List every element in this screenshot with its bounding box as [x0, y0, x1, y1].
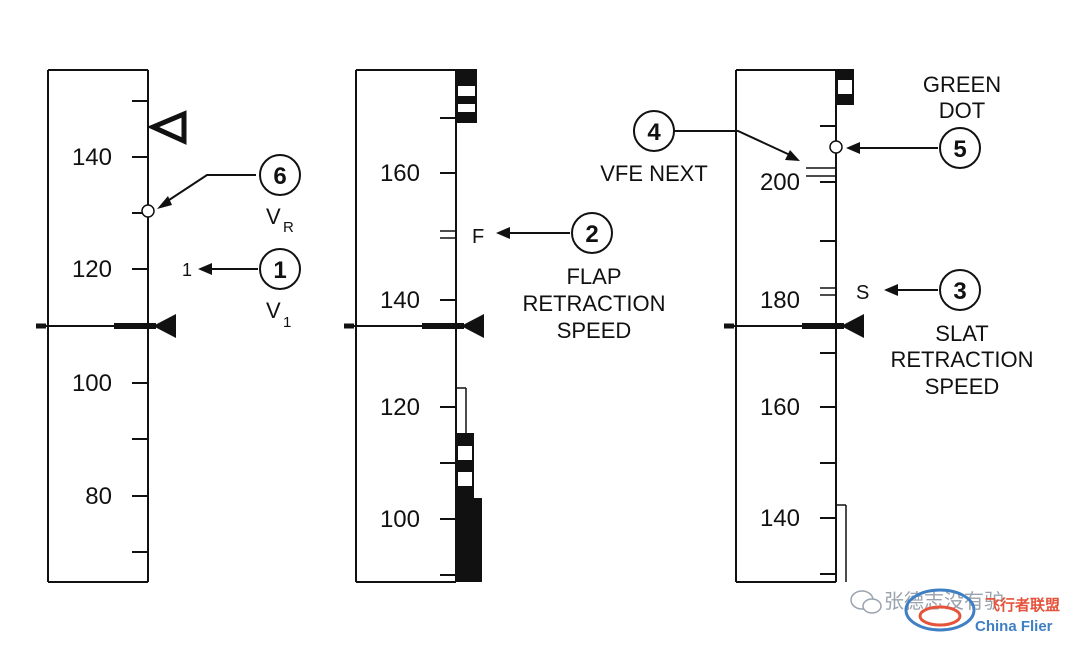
tick-label: 180	[760, 287, 800, 314]
callout-number-5: 5	[953, 136, 966, 163]
china-flier-logo	[904, 588, 976, 632]
callout-circle-1	[259, 248, 301, 290]
tape-ticks	[820, 125, 836, 575]
left-speed-tape: 140 120 100 80 6 V R 1 1 V 1	[36, 69, 301, 583]
v1-marker: 1	[182, 260, 192, 280]
callout-3-arrowhead	[884, 284, 898, 296]
tick-label: 160	[380, 160, 420, 187]
callout-2-arrowhead	[496, 227, 510, 239]
callout-circle-2	[571, 212, 613, 254]
green-dot-label: GREEN	[923, 72, 1001, 97]
vfe-next-label: VFE NEXT	[600, 161, 708, 186]
caption-line: SLAT	[935, 321, 988, 346]
vls-black-strip	[457, 498, 482, 582]
speed-reference-triangle	[461, 314, 484, 338]
speed-reference-triangle	[153, 314, 176, 338]
overspeed-barber-pole	[836, 69, 854, 105]
tick-label: 120	[72, 256, 112, 283]
callout-number-6: 6	[273, 163, 286, 190]
wechat-icon	[850, 590, 882, 614]
tick-label: 100	[72, 370, 112, 397]
callout-number-2: 2	[585, 221, 598, 248]
tick-label: 120	[380, 394, 420, 421]
v1-subscript: 1	[283, 314, 291, 331]
low-speed-barber-pole	[456, 433, 474, 501]
callout-4-arrowhead	[785, 150, 800, 161]
callout-4-arrow	[674, 130, 791, 156]
tick-label: 100	[380, 506, 420, 533]
caption-line: SPEED	[557, 318, 632, 343]
brand-name-en: China Flier	[975, 618, 1053, 635]
vr-label: V	[266, 204, 281, 229]
callout-number-4: 4	[647, 119, 661, 146]
v1-label: V	[266, 298, 281, 323]
callout-6-arrowhead	[157, 196, 172, 209]
tick-label: 200	[760, 169, 800, 196]
caption-line: SPEED	[925, 374, 1000, 399]
overspeed-barber-pole	[456, 69, 477, 123]
caption-line: RETRACTION	[891, 347, 1034, 372]
tick-label: 80	[85, 483, 112, 510]
middle-speed-tape: 160 140 120 100 F 2	[344, 69, 666, 583]
green-dot-label: DOT	[939, 98, 985, 123]
callout-circle-3	[939, 269, 981, 311]
tape-ticks	[440, 117, 456, 576]
caption-line: RETRACTION	[523, 291, 666, 316]
right-speed-tape: 200 180 160 140 S 4 VFE NEXT	[600, 69, 1034, 583]
target-speed-triangle	[146, 110, 187, 145]
caption-line: FLAP	[566, 264, 621, 289]
speed-reference-triangle	[841, 314, 864, 338]
callout-circle-5	[939, 127, 981, 169]
tick-label: 160	[760, 394, 800, 421]
callout-number-1: 1	[273, 257, 286, 284]
callout-circle-6	[259, 154, 301, 196]
callout-1-arrowhead	[198, 263, 212, 275]
tick-label: 140	[380, 287, 420, 314]
flap-marker: F	[472, 226, 484, 248]
slat-marker: S	[856, 282, 869, 304]
watermark: 张德志没有驴 飞行者联盟 China Flier	[850, 588, 1060, 635]
green-dot-marker	[829, 140, 843, 154]
vr-subscript: R	[283, 219, 294, 236]
tape-ticks	[132, 100, 148, 553]
callout-number-3: 3	[953, 278, 966, 305]
brand-name-cn: 飞行者联盟	[985, 596, 1060, 614]
tick-label: 140	[760, 505, 800, 532]
callout-5-arrowhead	[846, 142, 860, 154]
vr-circle-marker	[141, 204, 155, 218]
tick-label: 140	[72, 144, 112, 171]
callout-6-arrow	[165, 174, 256, 203]
